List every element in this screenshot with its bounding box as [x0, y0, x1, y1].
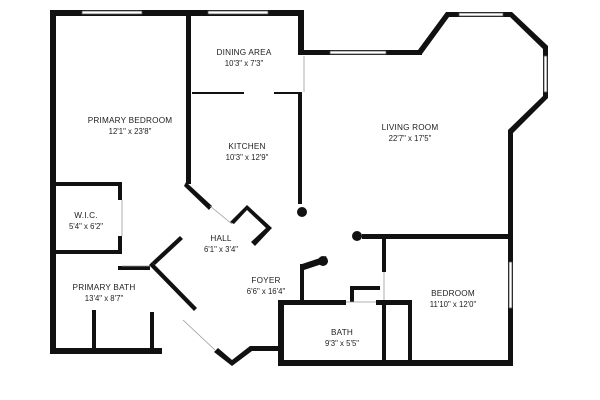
room-name: BEDROOM	[431, 289, 475, 298]
column-dot	[318, 256, 328, 266]
room-dims: 9'3" x 5'5"	[325, 339, 359, 348]
room-dims: 22'7" x 17'5"	[389, 134, 432, 143]
room-name: W.I.C.	[74, 211, 98, 220]
column-dot	[352, 231, 362, 241]
room-name: FOYER	[251, 276, 280, 285]
room-dims: 10'3" x 12'9"	[226, 153, 269, 162]
doors	[121, 56, 385, 351]
room-dims: 12'1" x 23'8"	[109, 127, 152, 136]
room-dims: 6'1" x 3'4"	[204, 245, 238, 254]
room-name: DINING AREA	[217, 48, 272, 57]
room-dims: 11'10" x 12'0"	[430, 300, 477, 309]
room-name: LIVING ROOM	[382, 123, 439, 132]
windows	[81, 10, 548, 309]
room-name: PRIMARY BEDROOM	[88, 116, 173, 125]
column-dot	[297, 207, 307, 217]
room-labels: PRIMARY BEDROOM 12'1" x 23'8" DINING ARE…	[69, 48, 477, 348]
room-name: BATH	[331, 328, 353, 337]
room-dims: 5'4" x 6'2"	[69, 222, 103, 231]
room-dims: 10'3" x 7'3"	[225, 59, 264, 68]
room-name: HALL	[210, 234, 232, 243]
room-name: PRIMARY BATH	[73, 283, 136, 292]
room-dims: 13'4" x 8'7"	[85, 294, 124, 303]
room-dims: 6'6" x 16'4"	[247, 287, 286, 296]
room-name: KITCHEN	[228, 142, 265, 151]
